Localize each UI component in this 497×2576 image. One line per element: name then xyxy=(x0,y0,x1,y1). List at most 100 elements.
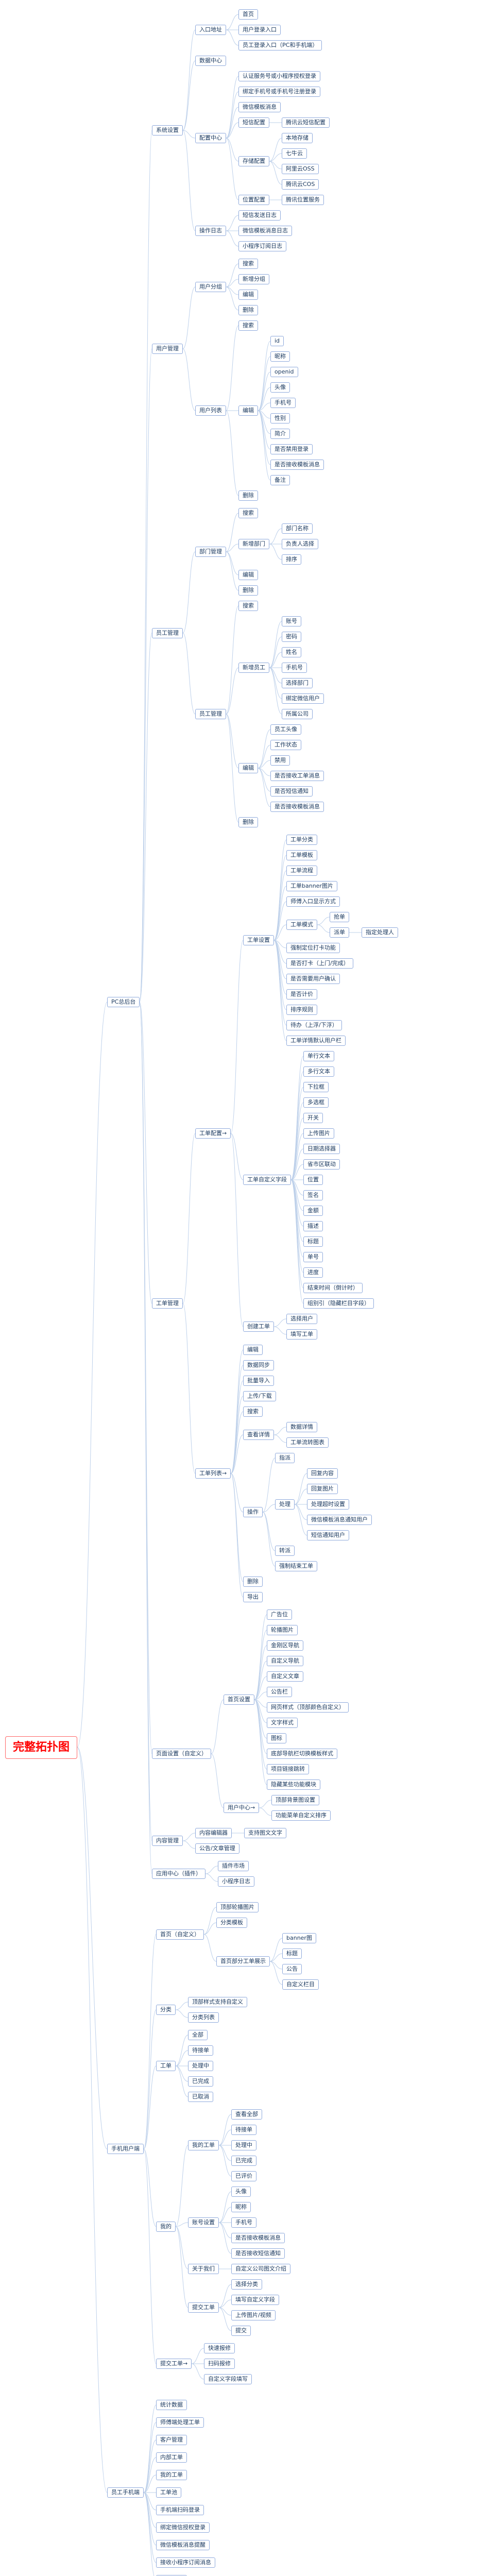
mindmap-node[interactable]: 是否接收工单消息 xyxy=(270,771,324,781)
mindmap-node[interactable]: 已完成 xyxy=(188,2076,213,2087)
mindmap-node[interactable]: 短信配置 xyxy=(238,117,269,128)
mindmap-node[interactable]: 删除 xyxy=(238,585,258,596)
mindmap-node[interactable]: 是否接收模板消息 xyxy=(231,2233,285,2243)
mindmap-node[interactable]: 关于我们 xyxy=(188,2264,219,2274)
mindmap-node[interactable]: 内容管理 xyxy=(152,1836,183,1846)
mindmap-node[interactable]: 新增员工 xyxy=(238,663,269,673)
mindmap-node[interactable]: 是否打卡（上门/完成） xyxy=(286,958,353,969)
mindmap-node[interactable]: 编辑 xyxy=(238,570,258,580)
mindmap-node[interactable]: 项目链接跳转 xyxy=(267,1764,309,1774)
mindmap-node[interactable]: 账号 xyxy=(282,616,301,626)
mindmap-node[interactable]: openid xyxy=(270,367,298,377)
mindmap-node[interactable]: 隐藏某些功能模块 xyxy=(267,1780,320,1790)
mindmap-node[interactable]: 顶部样式支持自定义 xyxy=(188,1997,247,2007)
mindmap-node[interactable]: 待办（上浮/下浮） xyxy=(286,1020,342,1030)
mindmap-node[interactable]: 公告栏 xyxy=(267,1687,292,1697)
mindmap-node[interactable]: 自定义栏目 xyxy=(282,1979,319,1990)
mindmap-node[interactable]: 顶部背景图设置 xyxy=(271,1795,319,1805)
mindmap-node[interactable]: 编辑 xyxy=(238,290,258,300)
mindmap-node[interactable]: 本地存储 xyxy=(282,133,313,143)
mindmap-node[interactable]: 所属公司 xyxy=(282,709,313,719)
mindmap-node[interactable]: 认证服务号或小程序授权登录 xyxy=(238,71,320,81)
mindmap-node[interactable]: 数据详情 xyxy=(286,1422,317,1432)
mindmap-node[interactable]: 我的工单 xyxy=(188,2140,219,2150)
mindmap-node[interactable]: 单号 xyxy=(303,1252,323,1262)
mindmap-node[interactable]: 批量导入 xyxy=(243,1376,274,1386)
mindmap-node[interactable]: 工单 xyxy=(156,2061,176,2071)
mindmap-node[interactable]: 用户中心→ xyxy=(224,1803,260,1813)
mindmap-node[interactable]: 手机号 xyxy=(282,663,307,673)
mindmap-node[interactable]: 图标 xyxy=(267,1733,286,1743)
mindmap-node[interactable]: 腾讯云短信配置 xyxy=(282,117,330,128)
mindmap-node[interactable]: 是否需要用户确认 xyxy=(286,974,340,984)
mindmap-node[interactable]: 分类 xyxy=(156,2005,176,2015)
mindmap-node[interactable]: 微信模板消息日志 xyxy=(238,226,292,236)
mindmap-node[interactable]: 网页样式（顶部颜色自定义） xyxy=(267,1702,349,1713)
mindmap-node[interactable]: 数据中心 xyxy=(195,56,226,66)
mindmap-node[interactable]: 创建工单 xyxy=(243,1321,274,1332)
mindmap-node[interactable]: 备注 xyxy=(270,475,290,485)
mindmap-node[interactable]: 插件市场 xyxy=(218,1861,249,1871)
mindmap-node[interactable]: 用户列表 xyxy=(195,405,226,416)
mindmap-node[interactable]: 待接单 xyxy=(231,2125,256,2135)
mindmap-node[interactable]: 结束时间（倒计时） xyxy=(303,1283,363,1293)
mindmap-node[interactable]: 位置配置 xyxy=(238,195,269,205)
mindmap-node[interactable]: 配置中心 xyxy=(195,133,226,143)
mindmap-node[interactable]: 自定义字段填写 xyxy=(204,2374,252,2384)
mindmap-node[interactable]: 标题 xyxy=(303,1236,323,1247)
mindmap-node[interactable]: 处理中 xyxy=(231,2140,256,2150)
mindmap-node[interactable]: 待接单 xyxy=(188,2045,213,2056)
mindmap-node[interactable]: 新增部门 xyxy=(238,539,269,549)
mindmap-node[interactable]: 工单流转图表 xyxy=(286,1437,329,1448)
mindmap-node[interactable]: 首页设置 xyxy=(224,1694,254,1705)
mindmap-node[interactable]: 选择部门 xyxy=(282,678,313,688)
mindmap-node[interactable]: 广告位 xyxy=(267,1609,292,1620)
mindmap-node[interactable]: 微信模板消息 xyxy=(238,102,281,112)
mindmap-node[interactable]: 提交工单→ xyxy=(156,2359,192,2369)
mindmap-root-node[interactable]: 完整拓扑图 xyxy=(5,1736,78,1759)
mindmap-node[interactable]: 公告 xyxy=(282,1964,302,1974)
mindmap-node[interactable]: 搜索 xyxy=(243,1406,263,1417)
mindmap-node[interactable]: 七牛云 xyxy=(282,148,307,159)
mindmap-node[interactable]: 部门管理 xyxy=(195,547,226,557)
mindmap-node[interactable]: 搜索 xyxy=(238,508,258,518)
mindmap-node[interactable]: 进度 xyxy=(303,1267,323,1278)
mindmap-node[interactable]: 内部工单 xyxy=(156,2452,187,2463)
mindmap-node[interactable]: 自定义导航 xyxy=(267,1656,303,1666)
mindmap-node[interactable]: 系统设置 xyxy=(152,125,183,135)
mindmap-node[interactable]: 查看全部 xyxy=(231,2109,262,2120)
mindmap-node[interactable]: 已完成 xyxy=(231,2156,256,2166)
mindmap-node[interactable]: 分类模板 xyxy=(216,1918,247,1928)
mindmap-node[interactable]: 功能菜单自定义排序 xyxy=(271,1810,331,1821)
mindmap-node[interactable]: 员工管理 xyxy=(152,628,183,638)
mindmap-node[interactable]: 自定义文章 xyxy=(267,1671,303,1682)
mindmap-node[interactable]: 支持图文文字 xyxy=(244,1828,286,1838)
mindmap-node[interactable]: 扫码报修 xyxy=(204,2359,235,2369)
mindmap-node[interactable]: 多行文本 xyxy=(303,1066,334,1077)
mindmap-node[interactable]: 处理 xyxy=(275,1499,295,1510)
mindmap-node[interactable]: 禁用 xyxy=(270,755,290,766)
mindmap-node[interactable]: 编辑 xyxy=(238,763,258,773)
mindmap-node[interactable]: 转派 xyxy=(275,1546,295,1556)
mindmap-node[interactable]: 派单 xyxy=(330,927,349,938)
mindmap-node[interactable]: 上传图片/视频 xyxy=(231,2310,276,2320)
mindmap-node[interactable]: 员工手机端 xyxy=(107,2487,144,2498)
mindmap-node[interactable]: 姓名 xyxy=(282,647,301,657)
mindmap-node[interactable]: 分类列表 xyxy=(188,2012,219,2023)
mindmap-node[interactable]: 工作状态 xyxy=(270,740,301,750)
mindmap-node[interactable]: 删除 xyxy=(243,1577,263,1587)
mindmap-node[interactable]: 全部 xyxy=(188,2030,208,2040)
mindmap-node[interactable]: 腾讯云COS xyxy=(282,179,319,190)
mindmap-node[interactable]: 数据同步 xyxy=(243,1360,274,1370)
mindmap-node[interactable]: 开关 xyxy=(303,1113,323,1123)
mindmap-node[interactable]: 金额 xyxy=(303,1206,323,1216)
mindmap-node[interactable]: 客户管理 xyxy=(156,2435,187,2445)
mindmap-node[interactable]: 工单分类 xyxy=(286,835,317,845)
mindmap-node[interactable]: 小程序订阅日志 xyxy=(238,241,286,251)
mindmap-node[interactable]: 师傅端处理工单 xyxy=(156,2417,204,2428)
mindmap-node[interactable]: 快速报修 xyxy=(204,2343,235,2353)
mindmap-node[interactable]: 小程序日志 xyxy=(218,1876,254,1887)
mindmap-node[interactable]: 用户管理 xyxy=(152,344,183,354)
mindmap-node[interactable]: 回复图片 xyxy=(307,1484,338,1494)
mindmap-node[interactable]: 用户登录入口 xyxy=(238,25,281,35)
